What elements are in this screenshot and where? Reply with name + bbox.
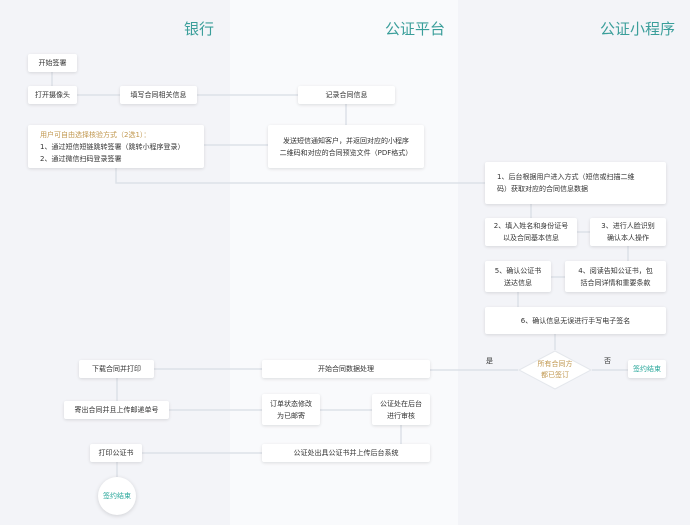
sms-line-1: 发送短信通知客户，并返回对应的小程序 [283,136,409,145]
decision-line-2: 都已签订 [541,371,569,379]
step5-line-1: 5、确认公证书 [494,266,542,275]
step3-node: 3、进行人脸识别确认本人操作 [590,218,666,246]
step2-line-1: 2、填入姓名和身份证号 [493,222,569,230]
step3-line-2: 确认本人操作 [607,234,649,242]
print-certificate-node: 打印公证书 [90,444,142,462]
review-line-1: 公证处在后台 [380,399,422,408]
record-contract-node: 记录合同信息 [298,86,395,104]
step1-line-2: 码）获取对应的合同信息数据 [497,185,588,193]
step1-node: 1、后台根据用户进入方式（短信或扫描二维码）获取对应的合同信息数据 [485,162,666,204]
step2-line-2: 以及合同基本信息 [503,234,559,242]
start-node: 开始签署 [28,54,77,72]
no-label: 否 [604,357,611,365]
fill-contract-node: 填写合同相关信息 [120,86,197,104]
step1-line-1: 1、后台根据用户进入方式（短信或扫描二维 [497,173,635,181]
sms-line-2: 二维码和对应的合同预览文件（PDF格式） [279,148,413,157]
status-line-1: 订单状态修改 [270,399,312,408]
step3-line-1: 3、进行人脸识别 [601,222,655,230]
mail-contract-node: 寄出合同并且上传邮递单号 [64,401,169,419]
start-processing-node: 开始合同数据处理 [262,360,430,378]
end-node-bottom: 签约结束 [98,477,136,515]
download-print-node: 下载合同并打印 [79,360,154,378]
decision-node: 所有合同方都已签订 [518,350,592,390]
lane-header-bank: 银行 [184,20,215,38]
order-status-node: 订单状态修改为已邮寄 [262,394,320,425]
step2-node: 2、填入姓名和身份证号以及合同基本信息 [485,218,577,246]
choice-option-1: 1、通过短信短链跳转签署（跳转小程序登录） [40,142,185,151]
step5-node: 5、确认公证书送达信息 [485,261,551,292]
send-sms-node: 发送短信通知客户，并返回对应的小程序二维码和对应的合同预览文件（PDF格式） [268,125,424,168]
step6-node: 6、确认信息无误进行手写电子签名 [485,307,666,334]
step4-line-1: 4、阅读告知公证书，包 [578,266,653,275]
decision-line-1: 所有合同方 [537,360,573,368]
issue-certificate-node: 公证处出具公证书并上传后台系统 [262,444,430,462]
yes-label: 是 [486,357,493,365]
step4-line-2: 括合同详情和重要条款 [580,278,651,287]
end-node-right: 签约结束 [628,360,666,378]
step4-node: 4、阅读告知公证书，包括合同详情和重要条款 [565,261,666,292]
status-line-2: 为已邮寄 [277,411,305,420]
step5-line-2: 送达信息 [504,278,532,287]
choice-title: 用户可自由选择核验方式（2选1）： [40,130,151,139]
verification-choice-node: 用户可自由选择核验方式（2选1）： 1、通过短信短链跳转签署（跳转小程序登录） … [28,125,204,168]
lane-header-miniprogram: 公证小程序 [600,20,676,38]
choice-option-2: 2、通过微信扫码登录签署 [40,154,122,163]
notary-review-node: 公证处在后台进行审核 [372,394,430,425]
review-line-2: 进行审核 [387,411,415,420]
lane-header-platform: 公证平台 [385,20,446,38]
open-camera-node: 打开摄像头 [28,86,77,104]
